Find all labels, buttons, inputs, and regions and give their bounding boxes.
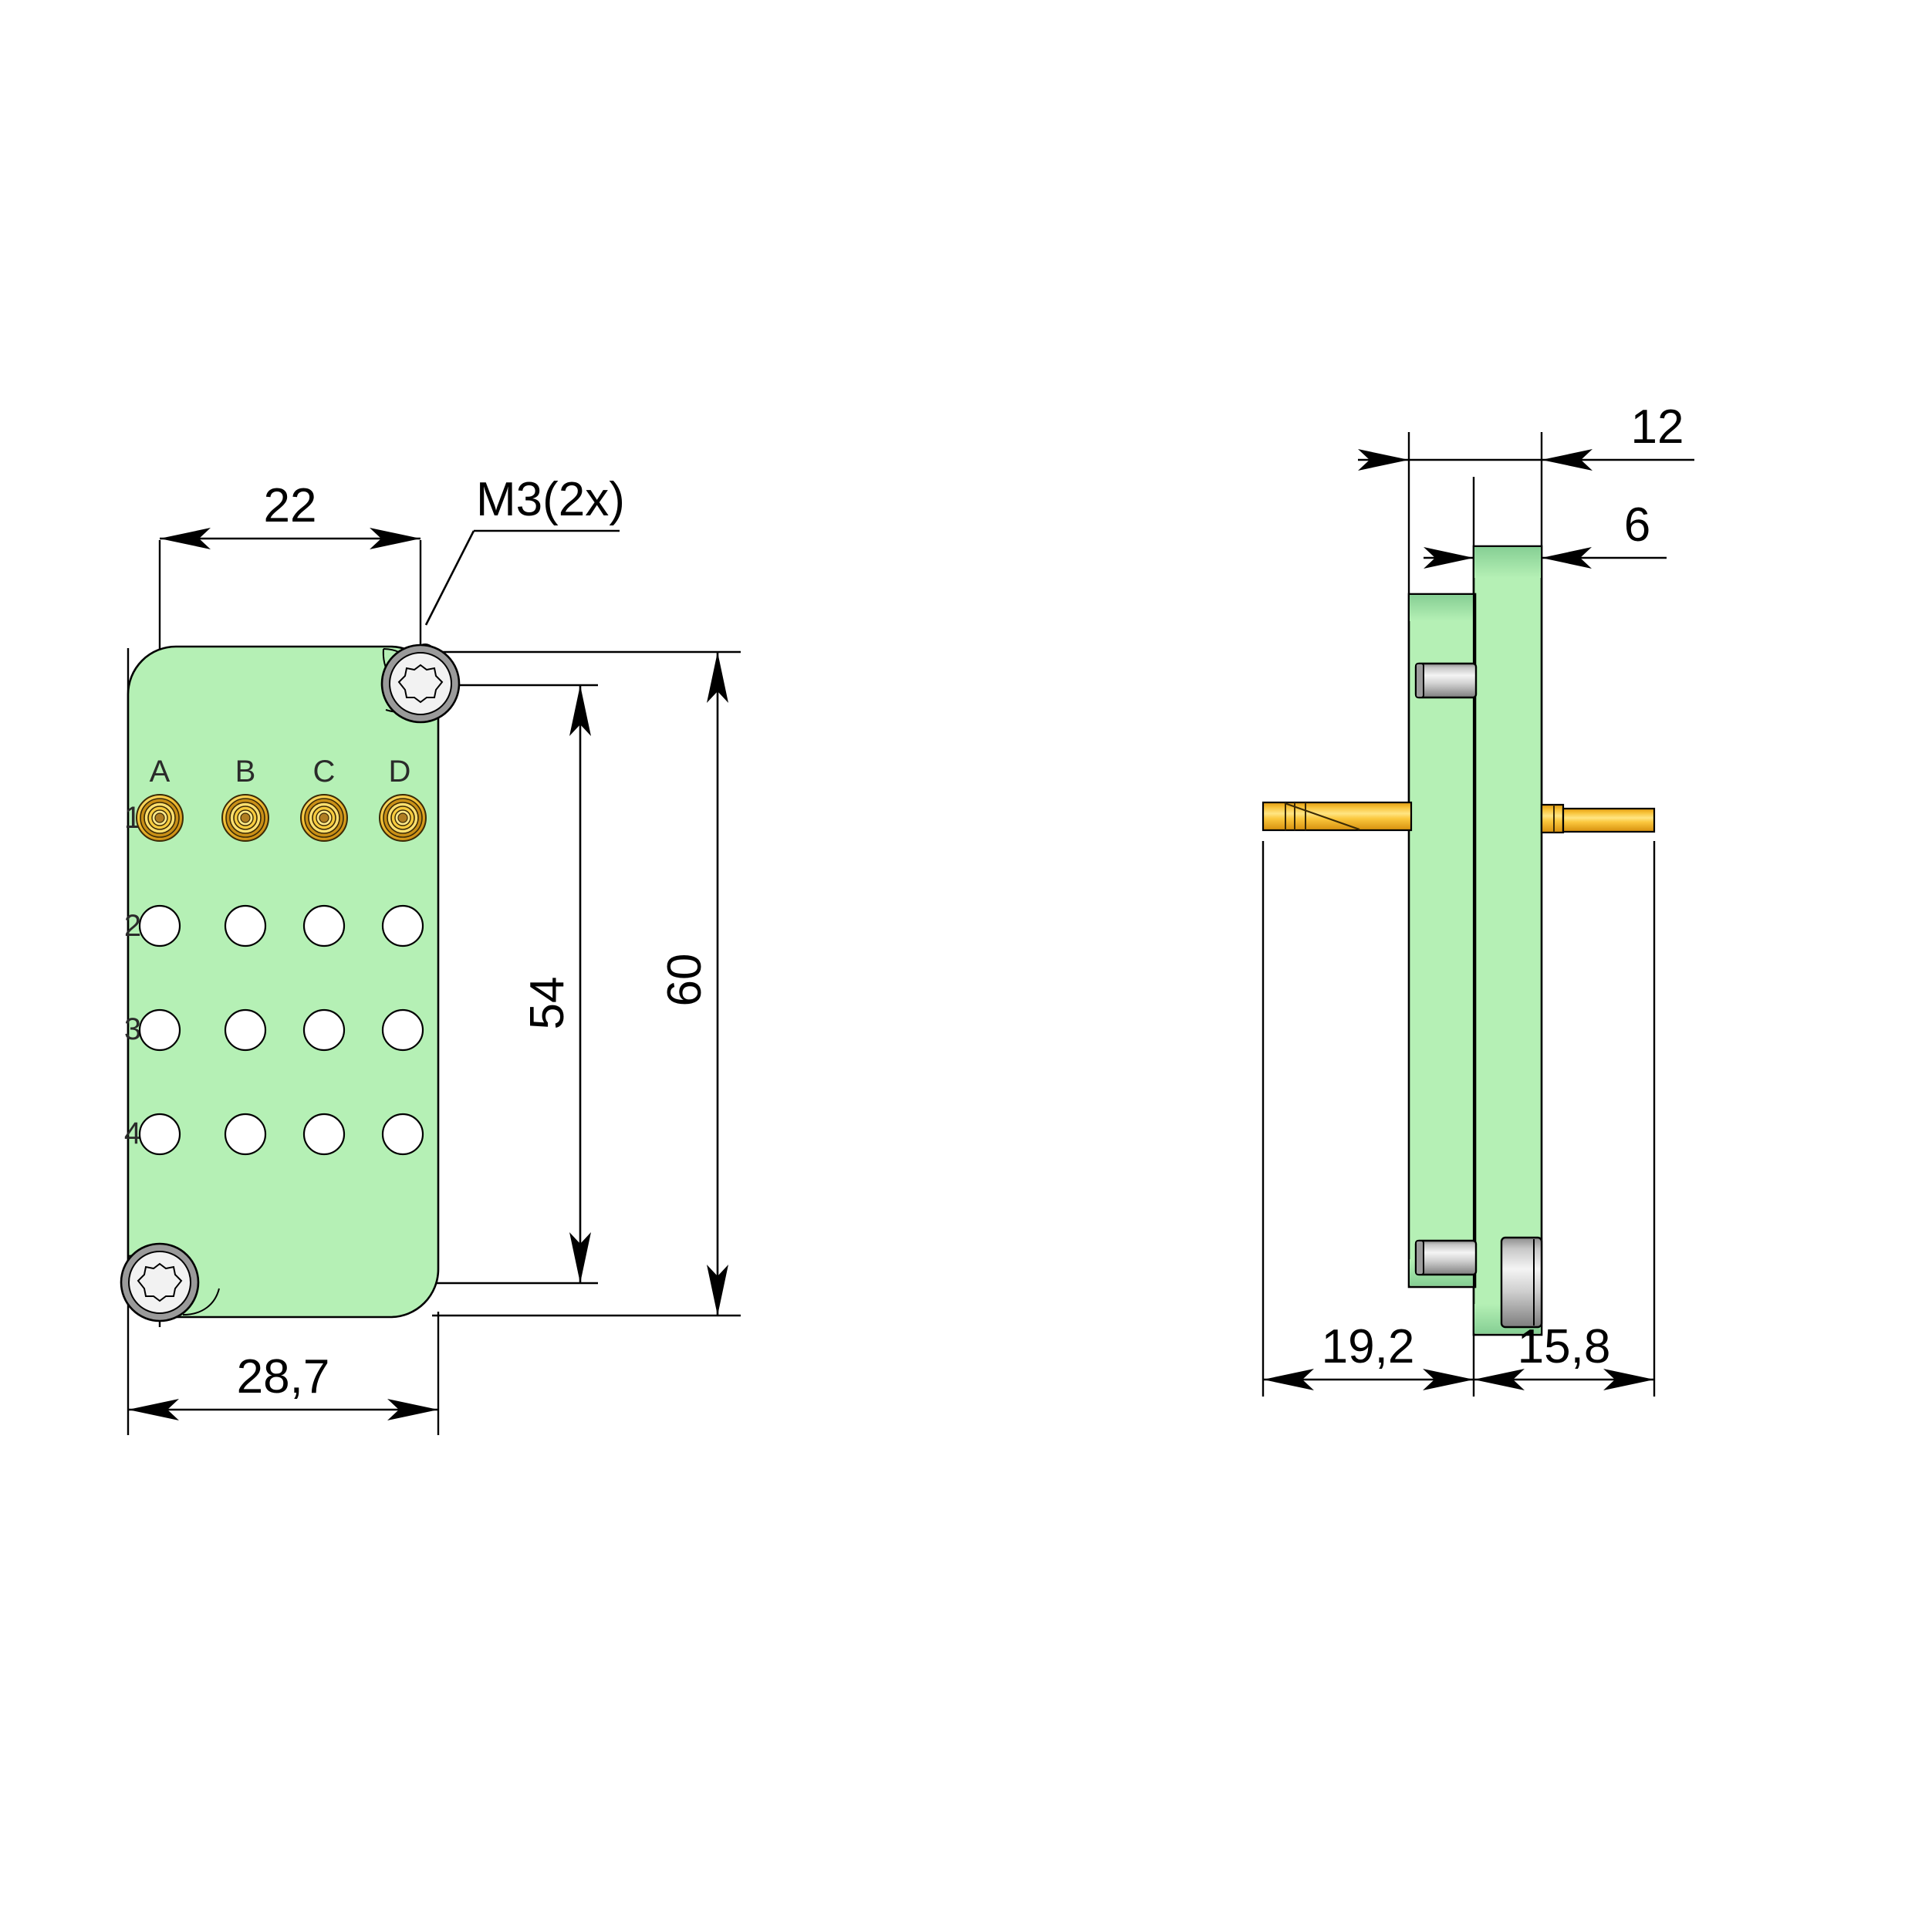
arrowhead-top xyxy=(569,685,591,736)
side-body-main xyxy=(1472,545,1543,1336)
side-view: 12 6 xyxy=(1262,400,1694,1397)
front-screw-bottom-left xyxy=(120,1242,200,1322)
dim-19-2: 19,2 xyxy=(1263,1320,1474,1390)
arrowhead-left xyxy=(1474,1369,1525,1390)
column-label-d: D xyxy=(389,755,411,789)
hole-row-4 xyxy=(138,1113,424,1156)
hole-c2 xyxy=(302,904,346,947)
bottom-pin-end-chamfer xyxy=(1415,1240,1424,1275)
connector-c1 xyxy=(300,794,348,842)
dim-60: 60 xyxy=(658,652,728,1316)
connector-a1 xyxy=(136,794,184,842)
front-row-labels: 1 2 3 4 xyxy=(124,801,141,1150)
side-body-flange-top-shade xyxy=(1410,595,1474,621)
dim-60-label: 60 xyxy=(658,954,711,1007)
top-pin-shaft xyxy=(1414,662,1478,699)
boss-edge-bot-a xyxy=(182,1288,220,1316)
front-column-labels: A B C D xyxy=(150,755,411,789)
arrowhead-right xyxy=(1542,547,1592,569)
arrowhead-left xyxy=(1263,1369,1314,1390)
gold-pin-left-shaft xyxy=(1262,801,1413,832)
arrowhead-right xyxy=(1542,449,1593,471)
hole-a4 xyxy=(138,1113,181,1156)
hole-c3 xyxy=(302,1008,346,1052)
gold-pin-right-shaft xyxy=(1562,807,1656,833)
gold-pin-collar xyxy=(1540,803,1565,834)
dim-6-label: 6 xyxy=(1624,498,1650,552)
top-alignment-pin xyxy=(1414,662,1478,699)
arrowhead-right xyxy=(370,528,421,549)
dim-54-label: 54 xyxy=(521,977,574,1030)
dim-15-8-label: 15,8 xyxy=(1518,1320,1611,1373)
bottom-alignment-pin xyxy=(1414,1239,1478,1276)
row-label-3: 3 xyxy=(124,1012,141,1046)
gold-pin-taper-line xyxy=(1284,802,1360,830)
dim-54: 54 xyxy=(521,685,591,1283)
hole-d3 xyxy=(381,1008,424,1052)
dim-28-7-label: 28,7 xyxy=(237,1350,330,1403)
gold-feedthrough-pin xyxy=(1262,801,1656,834)
front-view: 22 M3(2x) xyxy=(120,473,741,1435)
dim-28-7: 28,7 xyxy=(128,1350,438,1420)
column-label-b: B xyxy=(235,755,256,789)
column-label-c: C xyxy=(313,755,336,789)
dim-22-label: 22 xyxy=(264,479,317,532)
hole-b2 xyxy=(224,904,267,947)
arrowhead-right xyxy=(387,1399,438,1420)
side-body-main-top-shade xyxy=(1474,547,1541,578)
arrowhead-bottom xyxy=(707,1265,728,1316)
dim-22: 22 xyxy=(160,479,421,549)
dim-19-2-label: 19,2 xyxy=(1322,1320,1415,1373)
torx-socket-star-icon xyxy=(397,664,444,704)
arrowhead-left xyxy=(160,528,211,549)
arrowhead-right xyxy=(1603,1369,1654,1390)
bottom-screw-head xyxy=(1500,1236,1543,1329)
dim-12-label: 12 xyxy=(1631,400,1684,454)
arrowhead-top xyxy=(707,652,728,703)
top-pin-end-chamfer xyxy=(1415,663,1424,698)
hole-row-3 xyxy=(138,1008,424,1052)
front-screw-top-right xyxy=(380,643,461,724)
torx-socket-star-icon xyxy=(137,1262,183,1302)
hole-row-2 xyxy=(138,904,424,947)
hole-a2 xyxy=(138,904,181,947)
row-label-2: 2 xyxy=(124,909,141,943)
arrowhead-left xyxy=(128,1399,179,1420)
arrowhead-left xyxy=(1358,449,1409,471)
dim-12: 12 xyxy=(1358,400,1694,471)
arrowhead-left xyxy=(1424,547,1474,569)
hole-d4 xyxy=(381,1113,424,1156)
row-label-4: 4 xyxy=(124,1116,141,1150)
screw-head-body xyxy=(1500,1236,1543,1329)
connector-d1 xyxy=(379,794,427,842)
hole-d2 xyxy=(381,904,424,947)
callout-m3-label: M3(2x) xyxy=(476,473,625,526)
side-body-flange xyxy=(1407,593,1477,1289)
connector-row-1 xyxy=(136,794,427,842)
front-view-body xyxy=(127,645,440,1319)
arrowhead-right xyxy=(1423,1369,1474,1390)
bottom-pin-shaft xyxy=(1414,1239,1478,1276)
connector-b1 xyxy=(221,794,269,842)
hole-c4 xyxy=(302,1113,346,1156)
arrowhead-bottom xyxy=(569,1232,591,1283)
front-body-outline xyxy=(127,645,440,1319)
dim-15-8: 15,8 xyxy=(1474,1320,1654,1390)
callout-m3: M3(2x) xyxy=(414,473,625,665)
hole-a3 xyxy=(138,1008,181,1052)
hole-b4 xyxy=(224,1113,267,1156)
hole-b3 xyxy=(224,1008,267,1052)
side-view-body xyxy=(1407,545,1543,1336)
dim-6: 6 xyxy=(1424,498,1667,569)
column-label-a: A xyxy=(150,755,171,789)
row-label-1: 1 xyxy=(124,801,141,835)
